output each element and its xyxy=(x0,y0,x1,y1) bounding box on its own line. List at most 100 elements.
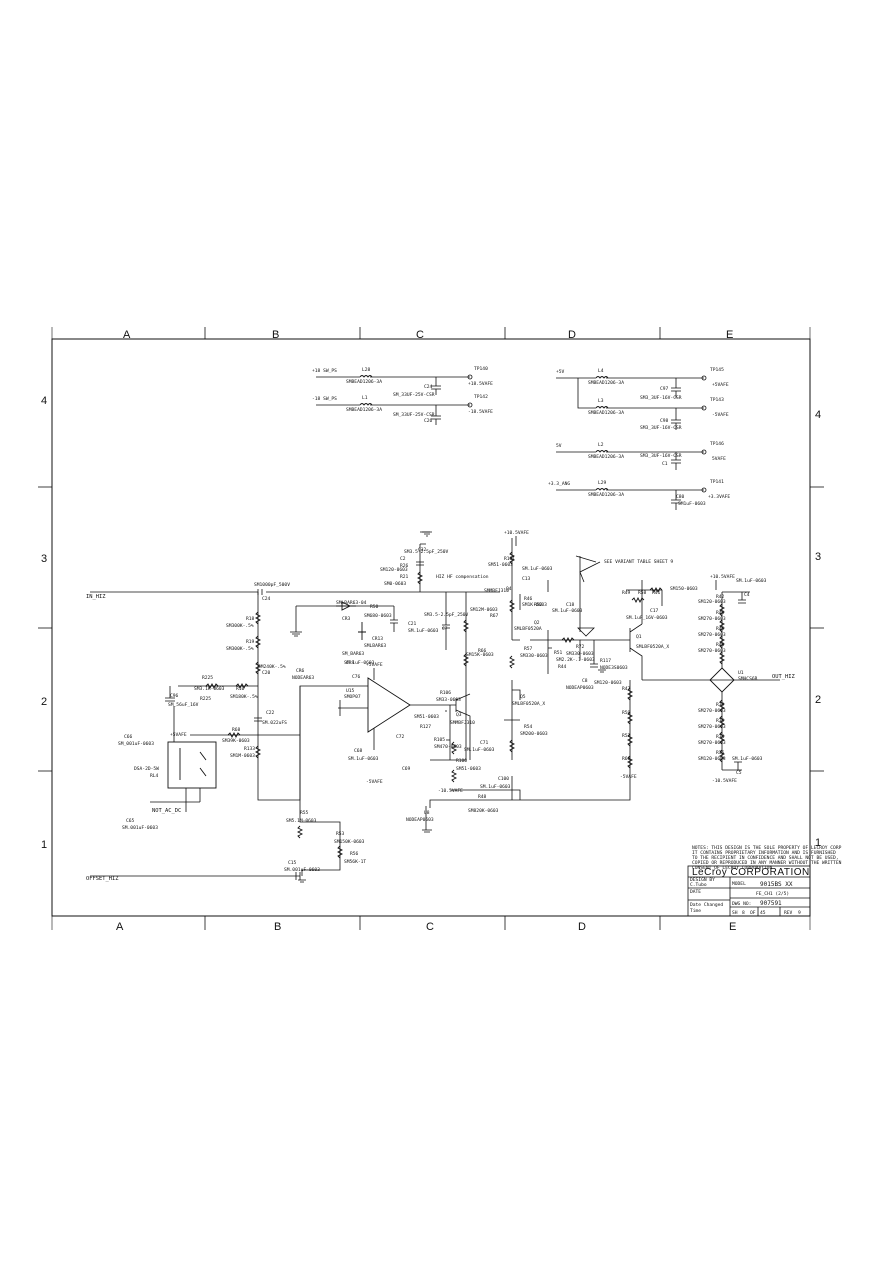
zone-label-top-e: E xyxy=(726,329,733,341)
value-r101: SM51-0603 xyxy=(488,562,513,568)
net-plus10-5vafe-out: +10.5VAFE xyxy=(710,574,735,580)
model-label: MODEL xyxy=(732,881,746,887)
sheet-label: SH xyxy=(732,910,738,916)
value-r54: SM200-0603 xyxy=(520,731,548,737)
ref-r19: R19 xyxy=(246,639,255,645)
ref-c8: C8 xyxy=(582,678,588,684)
design-by-value: C.Tubo xyxy=(690,882,707,888)
value-r34: SM270-0603 xyxy=(698,740,726,746)
value-cr6: NODEAR63 xyxy=(292,675,314,681)
ref-l28: L28 xyxy=(362,367,371,373)
ref-r67: R67 xyxy=(490,613,499,619)
ref-r225b: R225 xyxy=(200,696,211,702)
value-q5: SMLBF0520A_X xyxy=(512,701,545,707)
value-r46: SM1K-0603 xyxy=(522,602,547,608)
value-r127: SM51-0603 xyxy=(414,714,439,720)
value-c65: SM.001uF-0603 xyxy=(122,825,158,831)
ref-l2: L2 xyxy=(598,442,604,448)
ref-c32: C32 xyxy=(418,547,427,553)
ref-c21: C21 xyxy=(408,621,417,627)
ref-r66: R66 xyxy=(478,648,487,654)
ref-r52: R52 xyxy=(534,602,543,608)
value-r40: SM270-0603 xyxy=(698,648,726,654)
row-label-right-2: 2 xyxy=(815,694,821,706)
ref-r127: R127 xyxy=(420,724,431,730)
value-c20: SM240K-.5% xyxy=(258,664,286,670)
component-labels: C24 SM1000pF_500V R18 SM300K-.5% R19 SM3… xyxy=(118,530,767,873)
ref-u1: U1 xyxy=(738,670,744,676)
net-plus10-5vafe: +10.5VAFE xyxy=(504,530,529,536)
value-r49: SM150-0603 xyxy=(670,586,698,592)
ref-c76: C76 xyxy=(352,674,361,680)
ref-r133: R133 xyxy=(244,746,255,752)
ref-r36: R36 xyxy=(716,750,725,756)
value-r72: SM330-0603 xyxy=(566,651,594,657)
testpoint-tp141: TP141 xyxy=(710,479,724,485)
value-c17: SM.1uF_16V-0603 xyxy=(626,615,668,621)
value-r19: SM300K-.5% xyxy=(226,646,254,652)
value-c2: SM3.5-2.5pF_250V xyxy=(404,549,448,555)
title-block: LeCroy CORPORATION MODEL 9015BS XX FE_CH… xyxy=(687,865,811,917)
value-r43: SM270-0603 xyxy=(698,616,726,622)
ref-c98: C98 xyxy=(660,418,669,424)
value-c26: SM_33UF-25V-CSR xyxy=(393,412,435,418)
value-c5: SM.1uF-0603 xyxy=(732,756,763,762)
sheet-total: 45 xyxy=(760,910,766,916)
net-minus10-5vafe: -10.5VAFE xyxy=(438,788,463,794)
ref-cr6: CR6 xyxy=(296,668,305,674)
value-r50: SM680-0603 xyxy=(364,613,392,619)
ref-c68: C68 xyxy=(354,748,363,754)
dwg-no-value: 907591 xyxy=(760,900,782,907)
value-u15: SMOP07 xyxy=(344,694,361,700)
ref-c71: C71 xyxy=(480,740,489,746)
value-cr13: SMLBAR63 xyxy=(364,643,386,649)
sheet-number: 8 xyxy=(742,910,745,916)
note-see-variant: SEE VARIANT TABLE SHEET 9 xyxy=(604,559,673,565)
date-label: DATE xyxy=(690,889,701,895)
net-out-hiz: OUT_HIZ xyxy=(772,674,795,680)
value-c18: SM.1uF-0603 xyxy=(552,608,583,614)
ref-u8: U8 xyxy=(424,810,430,816)
zone-label-bottom-e: E xyxy=(729,921,736,933)
net-minus10-5vafe-out: -10.5VAFE xyxy=(712,778,737,784)
ref-r21: R21 xyxy=(400,574,409,580)
value-c24: SM1000pF_500V xyxy=(254,582,290,588)
ref-c97: C97 xyxy=(660,386,669,392)
row-label-left-2: 2 xyxy=(41,696,47,708)
ref-r47: R47 xyxy=(622,686,631,692)
zone-label-bottom-d: D xyxy=(578,921,586,933)
net-minus5vafe: -5VAFE xyxy=(712,412,729,418)
ref-r49: R49 xyxy=(622,590,631,596)
ref-r101: R101 xyxy=(504,556,515,562)
label-plus3v3: +3.3_ANG xyxy=(548,481,570,487)
ref-c24-power: C24 xyxy=(424,384,433,390)
ref-cr13: CR13 xyxy=(372,636,383,642)
ref-c69: C69 xyxy=(402,766,411,772)
testpoint-tp140: TP140 xyxy=(474,366,488,372)
label-pos18-ps: +18 SW_PS xyxy=(312,368,337,374)
ref-c26: C26 xyxy=(424,418,433,424)
ref-r44: R44 xyxy=(558,664,567,670)
row-label-left-3: 3 xyxy=(41,553,47,565)
ref-c66: C66 xyxy=(124,734,133,740)
ref-r50: R50 xyxy=(370,604,379,610)
row-label-right-3: 3 xyxy=(815,551,821,563)
net-offset-hiz: OFFSET_HIZ xyxy=(86,876,119,882)
row-label-left-4: 4 xyxy=(41,395,47,407)
value-l3: SMBEAD1206-3A xyxy=(588,410,624,416)
ref-r26: R26 xyxy=(400,563,409,569)
testpoint-tp145: TP145 xyxy=(710,367,724,373)
ref-r60: R60 xyxy=(622,756,631,762)
ref-r18: R18 xyxy=(246,616,255,622)
ref-r10: R10 xyxy=(236,686,245,692)
net-minus5vafe-opamp: -5VAFE xyxy=(366,779,383,785)
value-r68: SM39K-0603 xyxy=(222,738,250,744)
ref-r68: R68 xyxy=(232,727,241,733)
ref-c22: C22 xyxy=(266,710,275,716)
value-r39: SM270-0603 xyxy=(698,708,726,714)
value-c15: SM.001uF-0603 xyxy=(284,867,320,873)
company-name: LeCroy CORPORATION xyxy=(692,867,810,878)
ref-r53: R53 xyxy=(336,831,345,837)
notes-block: NOTES: THIS DESIGN IS THE SOLE PROPERTY … xyxy=(692,845,842,871)
ref-r54: R54 xyxy=(524,724,533,730)
